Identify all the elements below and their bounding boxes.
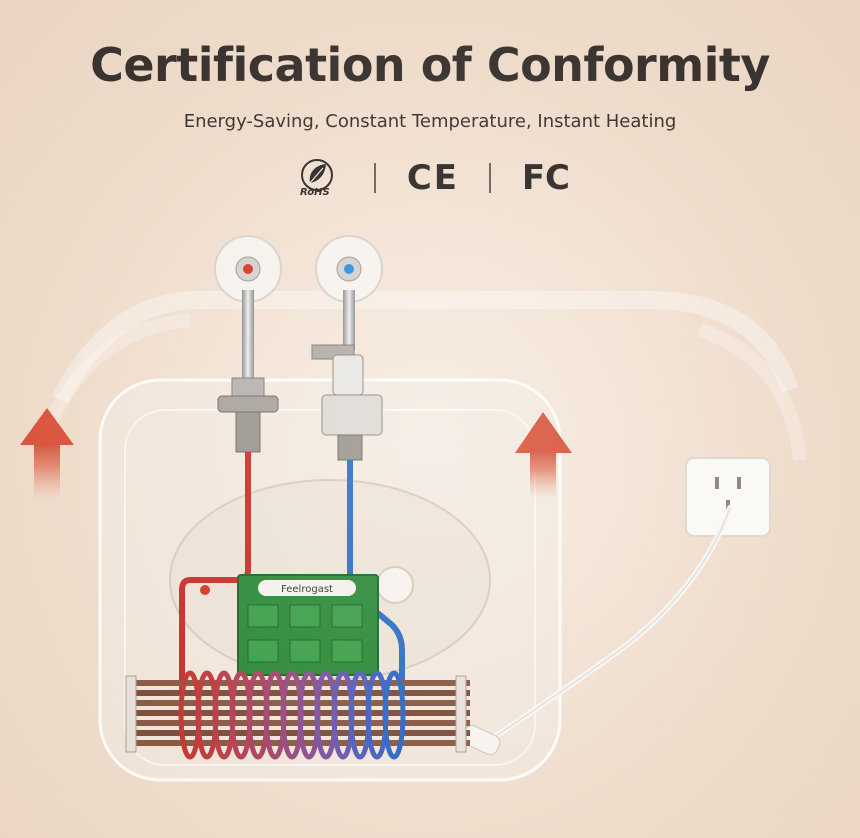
product-illustration: Certification of Conformity Energy-Savin… (0, 0, 860, 838)
glow-overlay (0, 0, 860, 838)
heater-scene: Feelrogast (0, 0, 860, 838)
